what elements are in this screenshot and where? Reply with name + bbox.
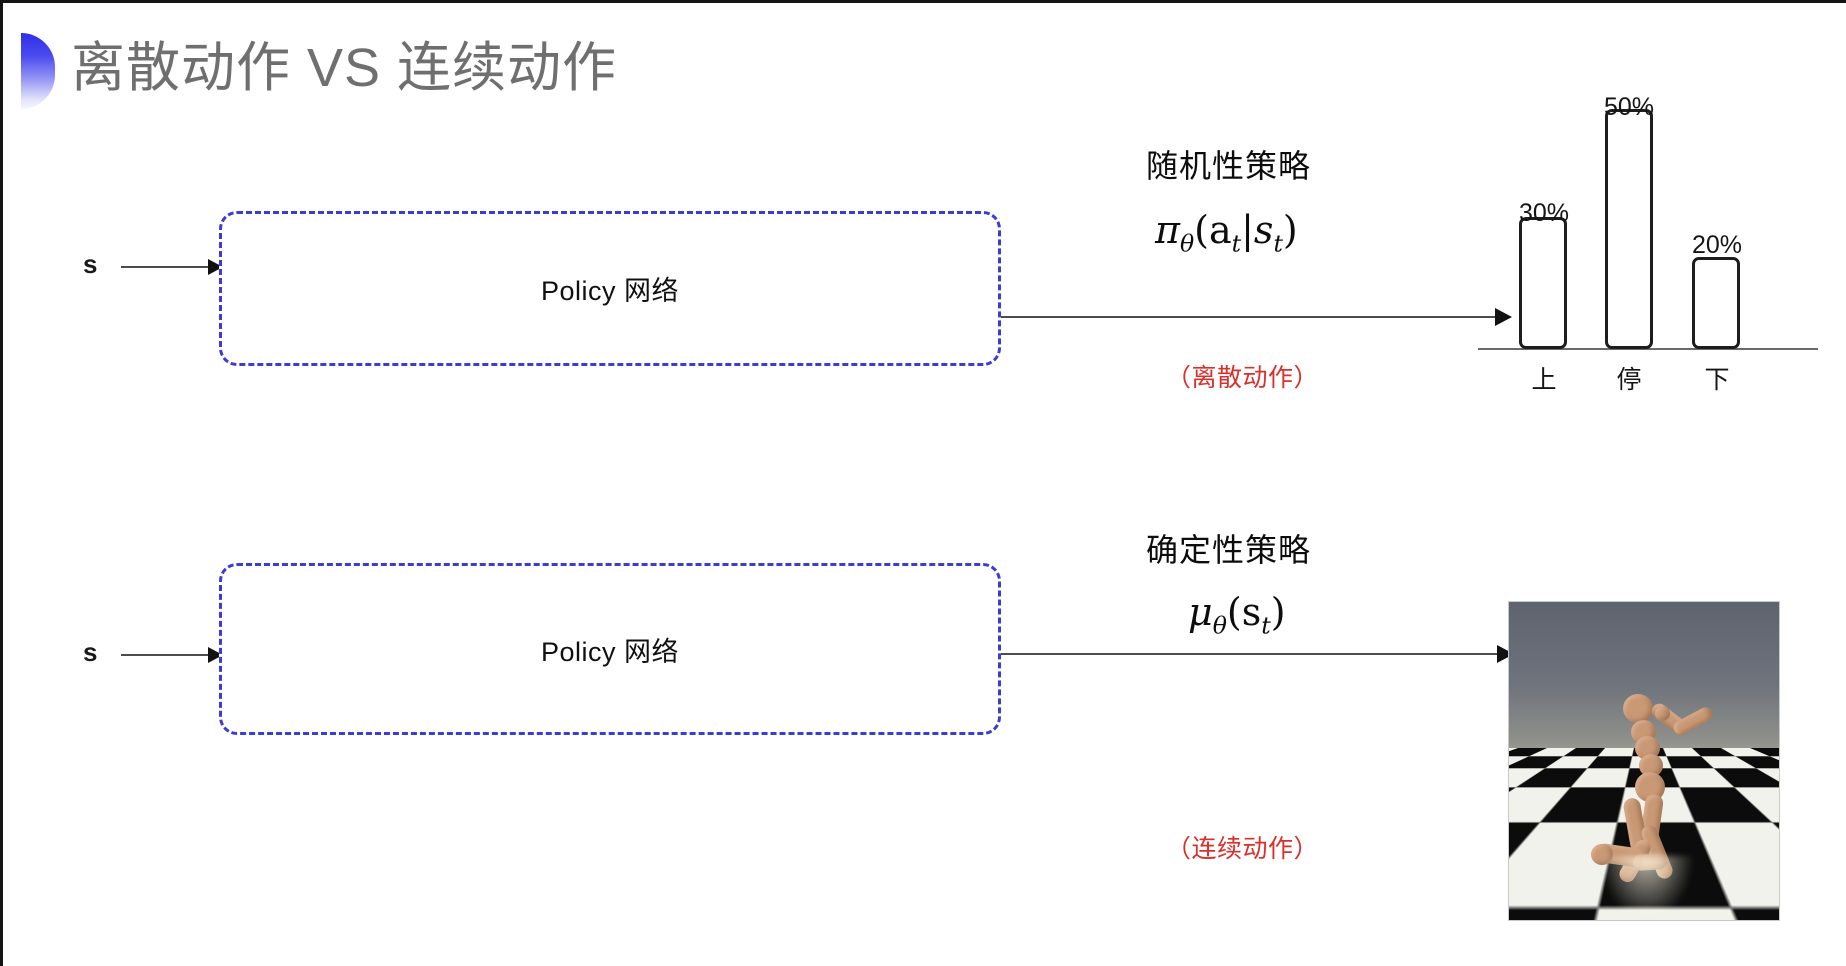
policy-network-box-discrete[interactable]: Policy 网络 — [219, 211, 1001, 366]
humanoid-simulation-image — [1508, 601, 1780, 921]
policy-network-label: Policy 网络 — [540, 276, 680, 306]
chart-x-axis — [1478, 348, 1818, 350]
formula-close: ) — [1282, 208, 1298, 252]
title-decoration-half-circle — [21, 33, 55, 109]
policy-kind-stochastic: 随机性策略 — [1146, 148, 1312, 184]
bar-0 — [1519, 217, 1567, 349]
bar-2 — [1692, 257, 1740, 349]
policy-formula-deterministic: μθ(st) — [1188, 590, 1286, 640]
row-continuous-action: s Policy 网络 确定性策略 μθ(st) （连续动作） — [3, 532, 1846, 933]
formula-subscript-t1: t — [1231, 229, 1242, 258]
policy-network-label: Policy 网络 — [540, 636, 680, 667]
note-continuous-action: （连续动作） — [1166, 835, 1320, 863]
formula-theta: θ — [1212, 611, 1227, 640]
humanoid-head — [1623, 694, 1653, 723]
output-arrow-discrete — [1001, 308, 1512, 326]
bar-value-0: 30% — [1518, 199, 1570, 227]
bar-1 — [1605, 109, 1653, 349]
input-arrow-continuous — [121, 647, 223, 663]
input-arrow-discrete — [121, 259, 223, 275]
bar-category-1: 停 — [1616, 366, 1642, 394]
bar-value-2: 20% — [1691, 231, 1743, 259]
humanoid-hand — [1655, 706, 1670, 721]
formula-open-s: (s — [1226, 590, 1262, 634]
formula-close: ) — [1270, 590, 1286, 634]
bar-value-1: 50% — [1603, 93, 1655, 121]
page-title: 离散动作 VS 连续动作 — [71, 38, 618, 98]
policy-network-box-continuous[interactable]: Policy 网络 — [219, 563, 1001, 735]
formula-subscript-t: t — [1261, 611, 1271, 640]
formula-theta: θ — [1179, 229, 1195, 258]
formula-given-s: |s — [1241, 208, 1274, 252]
action-probability-bar-chart: 30% 上 50% 停 20% 下 — [1473, 93, 1833, 428]
formula-open-a: (a — [1194, 208, 1232, 252]
state-input-label-continuous: s — [83, 637, 98, 667]
bar-category-2: 下 — [1704, 366, 1730, 394]
formula-mu: μ — [1188, 590, 1213, 634]
policy-kind-deterministic: 确定性策略 — [1146, 532, 1312, 568]
state-input-label-discrete: s — [83, 249, 98, 279]
row-discrete-action: s Policy 网络 随机性策略 πθ(at|st) （离散动作） — [3, 148, 1846, 483]
note-discrete-action: （离散动作） — [1166, 364, 1320, 392]
policy-formula-stochastic: πθ(at|st) — [1155, 208, 1298, 258]
humanoid-abdomen — [1639, 754, 1663, 777]
formula-subscript-t2: t — [1273, 229, 1283, 258]
output-arrow-continuous — [1001, 645, 1514, 663]
bar-category-0: 上 — [1531, 366, 1557, 394]
formula-pi: π — [1155, 208, 1180, 252]
sim-floor-reflection — [1600, 856, 1693, 920]
